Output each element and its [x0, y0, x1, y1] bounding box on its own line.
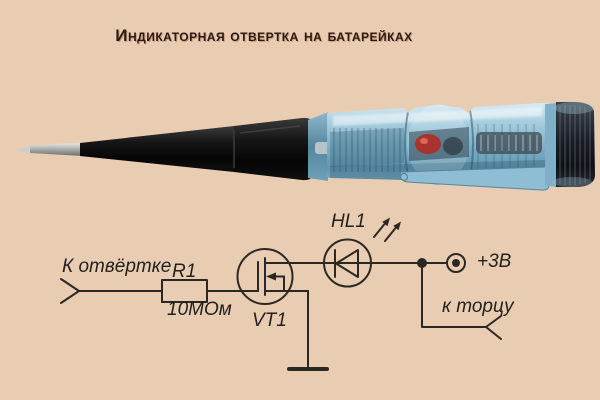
grip-ribs-left	[333, 128, 401, 172]
label-tip-contact: к торцу	[442, 296, 515, 317]
page-title: Индикаторная отвертка на батарейках	[115, 26, 413, 45]
end-cap	[556, 102, 595, 187]
led-emission-arrows	[373, 217, 401, 242]
emission-arrowhead-1	[382, 217, 390, 227]
handle-mid-shade	[330, 128, 404, 167]
label-probe: К отвёртке	[62, 256, 171, 277]
bulb-shadow	[443, 137, 463, 155]
cap-blue-ring	[545, 103, 558, 187]
mosfet-body-arrow	[266, 272, 276, 281]
cap-ribs	[559, 105, 591, 185]
supply-terminal-outer	[446, 253, 466, 273]
internal-ribs	[480, 135, 538, 151]
screwdriver-shaft-barrel	[234, 117, 313, 181]
wire-tip-contact	[421, 262, 487, 328]
screwdriver-metal-rod	[30, 143, 82, 156]
label-resistor-ref: R1	[172, 261, 196, 282]
cap-bottom-reflection	[552, 177, 592, 187]
emission-arrowhead-2	[393, 221, 401, 231]
screwdriver-blade-tip	[13, 145, 32, 153]
screwdriver-shaft-cone	[80, 126, 234, 172]
collar-metal-insert	[315, 142, 330, 154]
grip-ribs-right	[477, 124, 535, 170]
tip-contact-fork	[485, 315, 502, 340]
neon-lamp	[415, 134, 441, 154]
label-supply: +3В	[477, 251, 512, 272]
mosfet-circle	[236, 248, 294, 305]
handle-top-highlight	[333, 107, 542, 126]
cap-top-reflection	[554, 102, 594, 114]
label-transistor-ref: VT1	[252, 310, 287, 331]
supply-terminal-inner	[452, 259, 460, 267]
pocket-clip-hook	[399, 172, 409, 182]
label-led-ref: HL1	[331, 211, 366, 232]
led-triangle	[335, 249, 359, 278]
shaft-highlight	[239, 125, 301, 134]
led-circle	[323, 238, 372, 288]
label-resistor-value: 10МОм	[167, 299, 232, 320]
circuit-schematic: К отвёртке R1 10МОм VT1 HL1 +3В к торцу	[60, 211, 515, 371]
handle-groove-left	[404, 111, 409, 177]
probe-fork-symbol	[60, 278, 80, 304]
screwdriver-photo	[13, 102, 595, 191]
neon-lamp-glint	[420, 138, 428, 144]
